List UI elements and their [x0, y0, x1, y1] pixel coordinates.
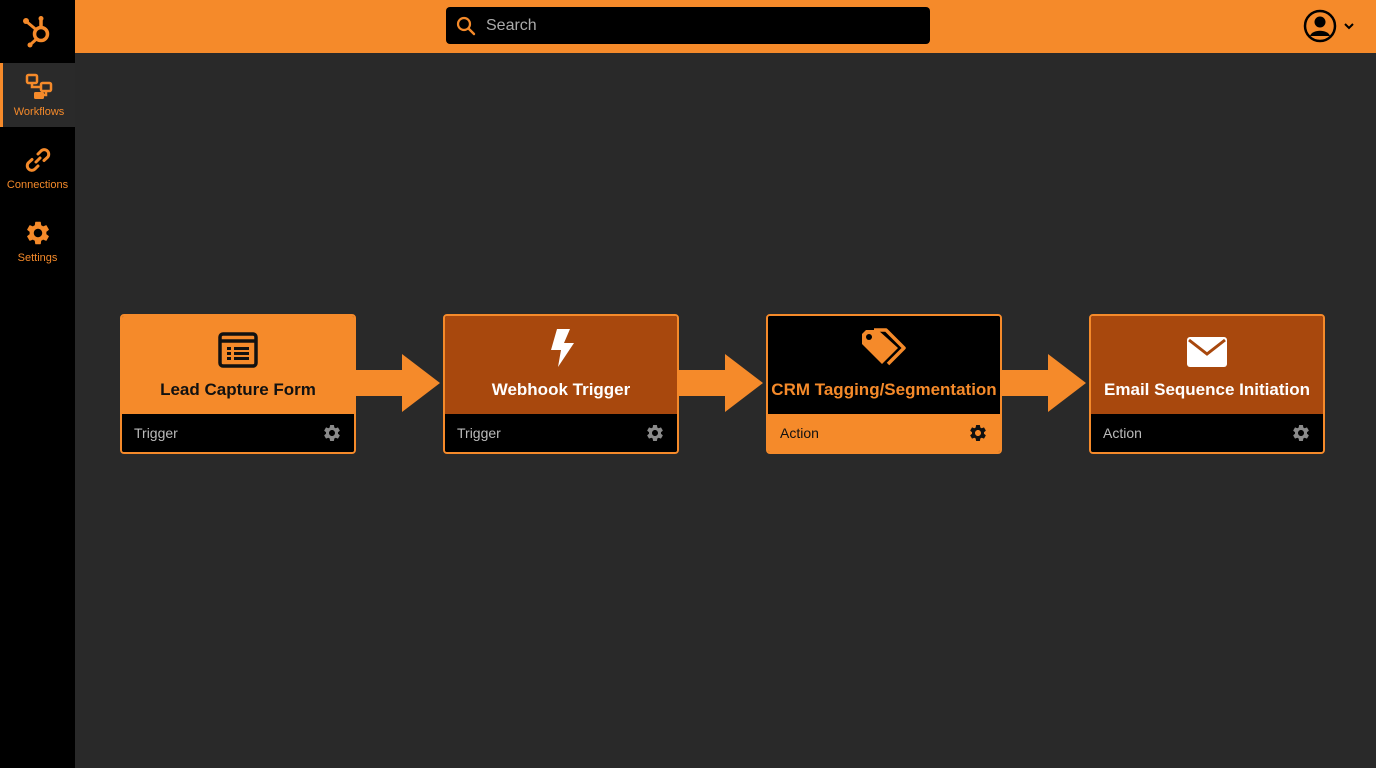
flow-arrow — [677, 354, 763, 412]
sidebar: Workflows Connections Settings — [0, 0, 75, 768]
hubspot-sprocket-icon — [22, 16, 49, 48]
gear-icon — [1293, 425, 1309, 441]
node-header: CRM Tagging/Segmentation — [768, 316, 1000, 414]
node-settings-button[interactable] — [645, 423, 665, 443]
gear-icon — [26, 221, 49, 244]
node-footer: Action — [1091, 414, 1323, 452]
hubspot-logo[interactable] — [0, 0, 75, 62]
node-type-label: Action — [1103, 425, 1142, 441]
gear-icon — [324, 425, 340, 441]
node-settings-button[interactable] — [968, 423, 988, 443]
gear-icon — [647, 425, 663, 441]
workflow-node-webhook-trigger[interactable]: Webhook Trigger Trigger — [443, 314, 679, 454]
node-type-label: Trigger — [457, 425, 501, 441]
node-title: CRM Tagging/Segmentation — [771, 380, 997, 399]
profile-menu[interactable] — [1303, 9, 1356, 43]
workflow-node-email-sequence[interactable]: Email Sequence Initiation Action — [1089, 314, 1325, 454]
node-footer: Trigger — [445, 414, 677, 452]
workflow-icon — [25, 73, 53, 99]
sidebar-item-label: Workflows — [13, 105, 65, 118]
top-bar — [75, 0, 1376, 53]
gear-icon — [970, 425, 986, 441]
flow-arrow — [354, 354, 440, 412]
sidebar-item-label: Connections — [6, 178, 69, 191]
node-title: Lead Capture Form — [160, 380, 316, 399]
link-icon — [25, 147, 50, 172]
envelope-icon — [1187, 337, 1227, 367]
node-title: Email Sequence Initiation — [1104, 380, 1310, 399]
chevron-down-icon — [1344, 23, 1354, 30]
sidebar-item-workflows[interactable]: Workflows — [0, 63, 75, 127]
node-title: Webhook Trigger — [491, 380, 631, 399]
sidebar-item-settings[interactable]: Settings — [0, 209, 75, 273]
node-footer: Action — [768, 414, 1000, 452]
form-list-icon — [218, 332, 258, 368]
sidebar-item-label: Settings — [17, 251, 58, 264]
node-type-label: Action — [780, 425, 819, 441]
search-input[interactable] — [486, 16, 906, 35]
node-header: Webhook Trigger — [445, 316, 677, 414]
search-icon — [456, 16, 476, 35]
node-settings-button[interactable] — [322, 423, 342, 443]
node-footer: Trigger — [122, 414, 354, 452]
sidebar-item-connections[interactable]: Connections — [0, 136, 75, 200]
node-type-label: Trigger — [134, 425, 178, 441]
user-circle-icon — [1303, 9, 1337, 43]
tags-icon — [862, 328, 906, 366]
lightning-bolt-icon — [551, 329, 574, 367]
flow-arrow — [1000, 354, 1086, 412]
search-box[interactable] — [446, 7, 930, 44]
workflow-node-lead-capture-form[interactable]: Lead Capture Form Trigger — [120, 314, 356, 454]
node-header: Email Sequence Initiation — [1091, 316, 1323, 414]
workflow-node-crm-tagging[interactable]: CRM Tagging/Segmentation Action — [766, 314, 1002, 454]
node-header: Lead Capture Form — [122, 316, 354, 414]
node-settings-button[interactable] — [1291, 423, 1311, 443]
